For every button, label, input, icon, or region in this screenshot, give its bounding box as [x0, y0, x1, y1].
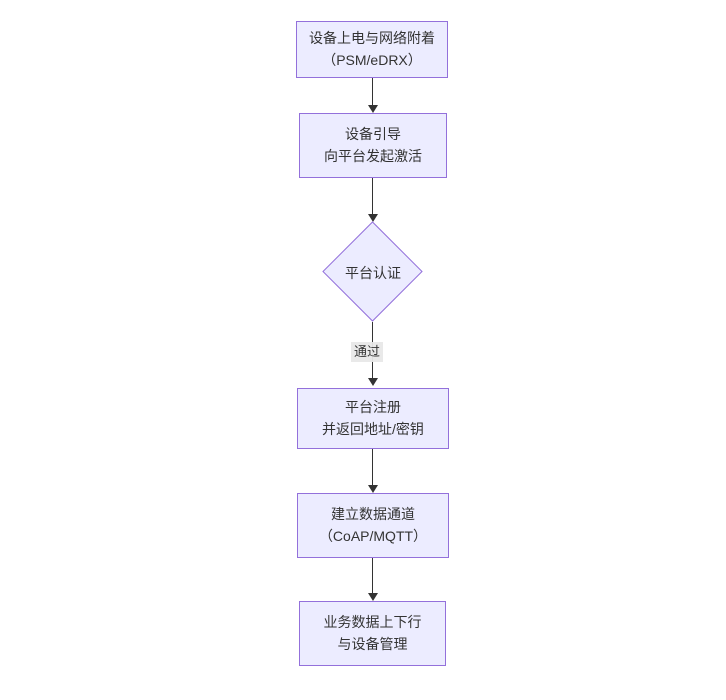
node-power-attach-line2: （PSM/eDRX）: [322, 51, 422, 68]
node-bootstrap-line2: 向平台发起激活: [324, 147, 422, 164]
node-data-channel-line2: （CoAP/MQTT）: [318, 527, 428, 544]
node-bootstrap-line1: 设备引导: [345, 125, 401, 142]
node-power-attach: 设备上电与网络附着 （PSM/eDRX）: [296, 21, 448, 78]
edge-channel-to-business: [372, 558, 373, 593]
node-business: 业务数据上下行 与设备管理: [299, 601, 446, 666]
node-business-line1: 业务数据上下行: [323, 613, 422, 630]
edge-power-to-bootstrap: [372, 78, 373, 105]
edge-bootstrap-to-auth: [372, 178, 373, 214]
edge-register-to-channel: [372, 449, 373, 485]
arrowhead-icon: [368, 214, 378, 222]
node-data-channel: 建立数据通道 （CoAP/MQTT）: [297, 493, 449, 558]
node-power-attach-line1: 设备上电与网络附着: [309, 29, 435, 46]
arrowhead-icon: [368, 485, 378, 493]
decision-platform-auth-label: 平台认证: [345, 265, 401, 281]
node-bootstrap: 设备引导 向平台发起激活: [299, 113, 447, 178]
arrowhead-icon: [368, 593, 378, 601]
node-data-channel-line1: 建立数据通道: [331, 505, 415, 522]
node-register-line1: 平台注册: [345, 398, 401, 415]
node-register: 平台注册 并返回地址/密钥: [297, 388, 449, 449]
edge-label-pass: 通过: [351, 342, 384, 363]
node-register-line2: 并返回地址/密钥: [322, 420, 424, 437]
node-business-line2: 与设备管理: [337, 635, 408, 652]
arrowhead-icon: [368, 105, 378, 113]
arrowhead-icon: [368, 378, 378, 386]
